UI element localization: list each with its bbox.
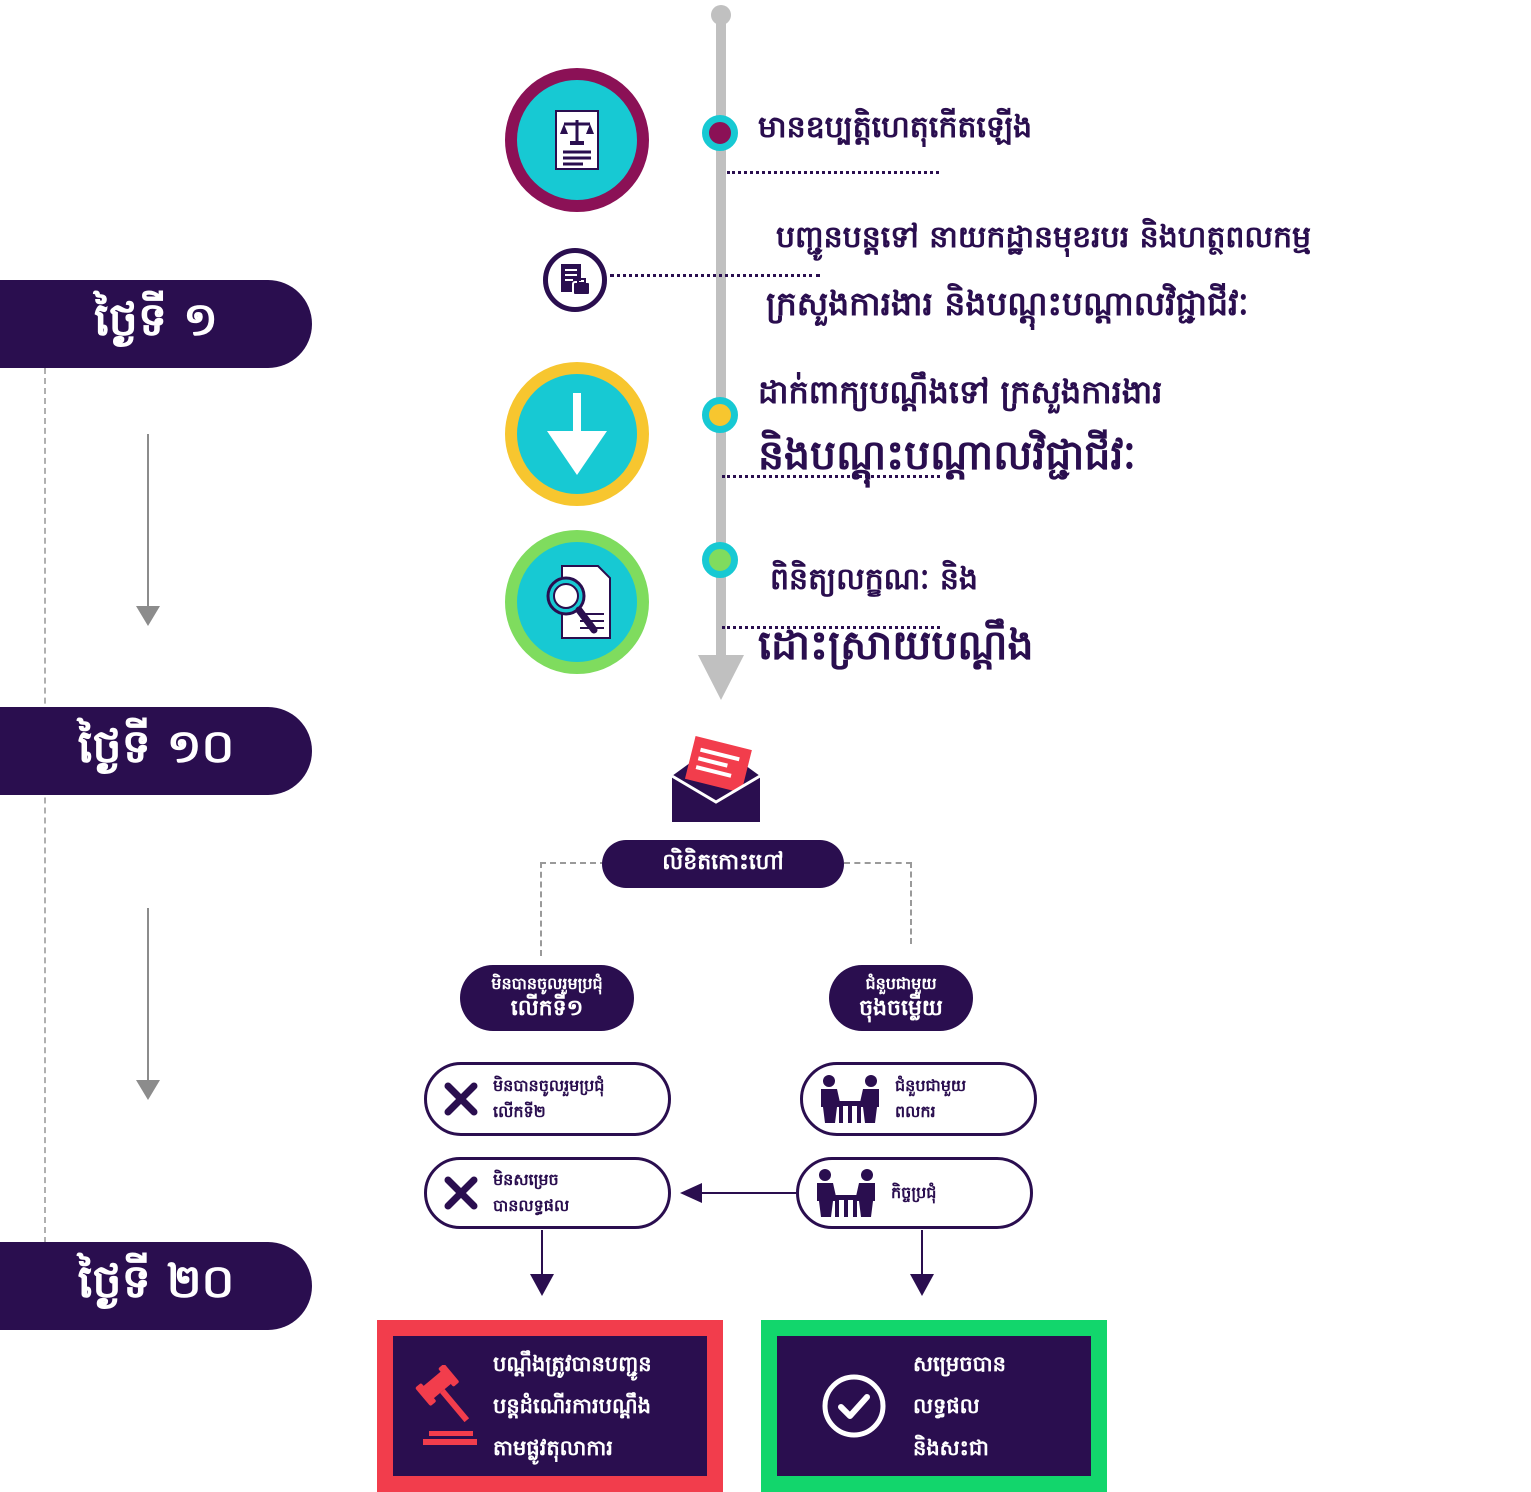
review-circle: [505, 530, 649, 674]
flow-arrows: [530, 1183, 934, 1296]
outcome-resolved: សម្រេចបាន លទ្ធផល និងសះជា: [761, 1320, 1107, 1492]
option-meeting: កិច្ចប្រជុំ: [796, 1157, 1033, 1229]
option-absent-second: មិនបានចូលរួមប្រជុំ លើកទី២: [424, 1062, 671, 1136]
file-circle: [505, 362, 649, 506]
outcome-court-text: បណ្តឹងត្រូវបានបញ្ជូន បន្តដំណើរការបណ្តឹង …: [493, 1343, 652, 1469]
option-no-result-label: មិនសម្រេច បានលទ្ធផល: [493, 1167, 569, 1219]
outcome-resolved-text: សម្រេចបាន លទ្ធផល និងសះជា: [913, 1343, 1006, 1469]
outcome-line: លទ្ធផល: [913, 1394, 980, 1418]
outcome-line: សម្រេចបាន: [913, 1352, 1006, 1376]
leader-file: [722, 475, 940, 478]
step-review-line2: ដោះស្រាយបណ្តឹង: [758, 621, 1034, 669]
step-forward-line1: បញ្ជូនបន្តទៅ នាយកដ្ឋានមុខរបរ និងហត្ថពលកម…: [776, 220, 1312, 255]
leader-review: [722, 626, 940, 629]
option-meeting-label: កិច្ចប្រជុំ: [891, 1180, 936, 1206]
leader-incident: [727, 171, 939, 174]
timeline-arrowhead: [698, 655, 744, 700]
branch-left-line2: លើកទី១: [510, 996, 584, 1021]
branch-connector-left: [540, 862, 606, 956]
outcome-line: បន្តដំណើរការបណ្តឹង: [493, 1394, 651, 1418]
option-meet-worker: ជំនួបជាមួយ ពលករ: [800, 1062, 1037, 1136]
arrowhead-down-left: [530, 1274, 554, 1296]
option-absent-second-label: មិនបានចូលរួមប្រជុំ លើកទី២: [493, 1073, 604, 1125]
document-briefcase-icon: [561, 264, 591, 296]
outcome-line: បណ្តឹងត្រូវបានបញ្ជូន: [493, 1352, 652, 1376]
incident-circle: [505, 68, 649, 212]
branch-right-pill: ជំនួបជាមួយ ចុងចម្លើយ: [829, 965, 973, 1031]
day-label: ថ្ងៃទី ១: [94, 291, 218, 346]
left-arrowhead-1: [136, 606, 160, 626]
day-pill-1: ថ្ងៃទី ១: [0, 280, 312, 368]
gavel-icon: [415, 1365, 477, 1445]
timeline-dot-review: [702, 542, 738, 578]
branch-right-line2: ចុងចម្លើយ: [859, 996, 943, 1021]
branch-left-pill: មិនបានចូលរួមប្រជុំ លើកទី១: [460, 965, 634, 1031]
envelope-letter-icon: [671, 736, 761, 822]
option-no-result: មិនសម្រេច បានលទ្ធផល: [424, 1157, 671, 1229]
check-circle-icon: [822, 1374, 886, 1438]
option-line: បានលទ្ធផល: [493, 1196, 570, 1215]
central-timeline: [698, 5, 744, 700]
leader-forward: [610, 274, 820, 277]
option-line: មិនបានចូលរួមប្រជុំ: [493, 1076, 605, 1095]
option-line: មិនសម្រេច: [493, 1170, 559, 1189]
arrowhead-left: [680, 1183, 702, 1203]
step-forward-line2: ក្រសួងការងារ និងបណ្តុះបណ្តាលវិជ្ជាជីវៈ: [766, 284, 1249, 323]
day-pill-20: ថ្ងៃទី ២០: [0, 1242, 312, 1330]
outcome-line: និងសះជា: [913, 1436, 989, 1460]
arrowhead-down-right: [910, 1274, 934, 1296]
option-line: លើកទី២: [493, 1102, 546, 1121]
option-line: ជំនួបជាមួយ: [895, 1076, 967, 1095]
step-incident-text: មានឧប្បត្តិហេតុកើតឡើង: [758, 110, 1033, 145]
timeline-dot-file: [702, 397, 738, 433]
branch-connector-right: [844, 862, 912, 944]
step-file-line1: ដាក់ពាក្យបណ្តឹងទៅ ក្រសួងការងារ: [758, 373, 1163, 411]
x-icon: [444, 1082, 478, 1116]
summons-pill: លិខិតកោះហៅ: [602, 840, 844, 888]
day-pill-10: ថ្ងៃទី ១០: [0, 707, 312, 795]
down-arrow-icon: [547, 393, 607, 475]
x-icon: [444, 1176, 478, 1210]
forward-circle: [543, 248, 607, 312]
step-file-line2: និងបណ្តុះបណ្តាលវិជ្ជាជីវៈ: [758, 431, 1136, 479]
meeting-icon: [817, 1169, 875, 1217]
timeline-bar: [716, 15, 726, 665]
legal-document-icon: [555, 110, 599, 170]
day-dashed-line: [44, 368, 46, 1243]
option-line: កិច្ចប្រជុំ: [891, 1183, 937, 1202]
timeline-dot-incident: [702, 115, 738, 151]
summons-label: លិខិតកោះហៅ: [662, 850, 784, 875]
outcome-court: បណ្តឹងត្រូវបានបញ្ជូន បន្តដំណើរការបណ្តឹង …: [377, 1320, 723, 1492]
option-line: ពលករ: [895, 1102, 936, 1121]
left-arrows: [136, 434, 160, 1100]
outcome-line: តាមផ្លូវតុលាការ: [493, 1436, 613, 1460]
magnifier-document-icon: [546, 565, 611, 639]
day-label: ថ្ងៃទី ២០: [77, 1253, 235, 1308]
day-label: ថ្ងៃទី ១០: [77, 718, 235, 773]
step-review-line1: ពិនិត្យលក្ខណៈ និង: [770, 562, 978, 597]
left-arrowhead-2: [136, 1080, 160, 1100]
branch-right-line1: ជំនួបជាមួយ: [865, 974, 937, 993]
meeting-icon: [821, 1075, 879, 1123]
option-meet-worker-label: ជំនួបជាមួយ ពលករ: [895, 1073, 966, 1125]
branch-left-line1: មិនបានចូលរួមប្រជុំ: [491, 974, 603, 993]
